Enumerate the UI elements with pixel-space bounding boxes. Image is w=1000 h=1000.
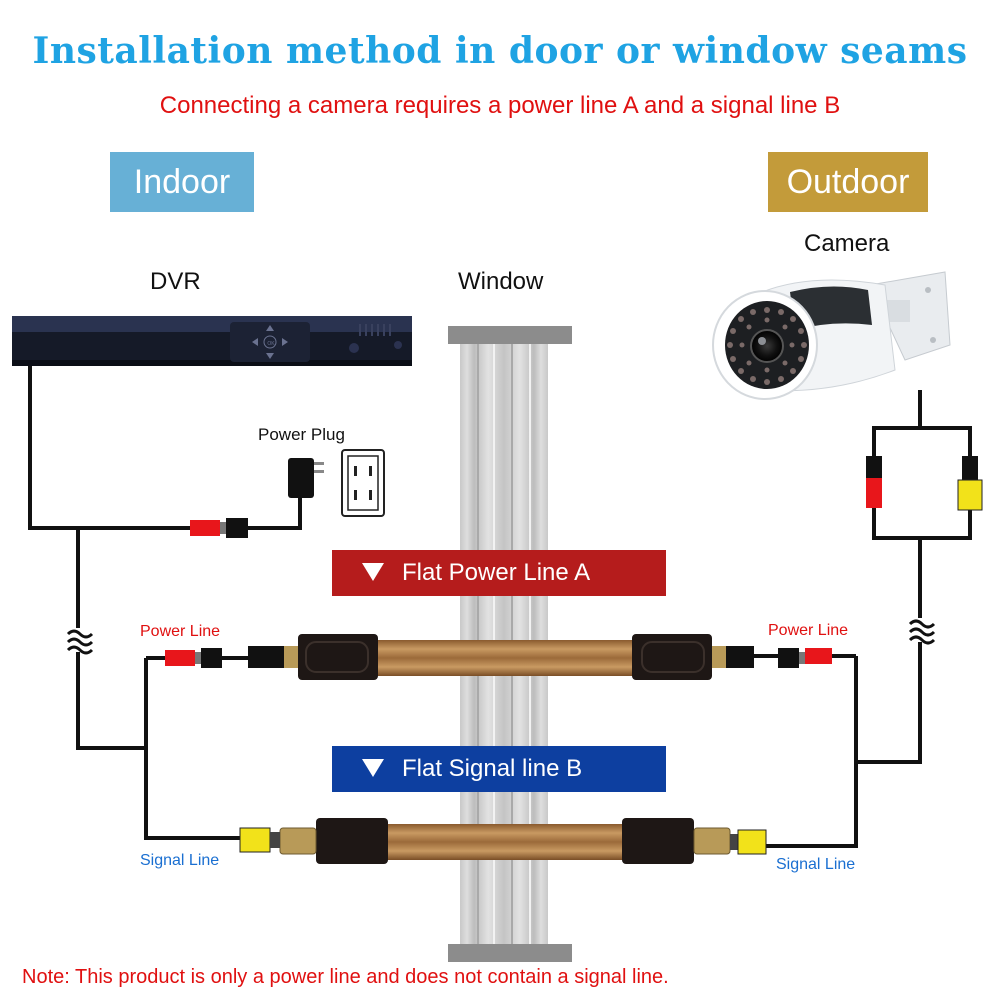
power-line-right-label: Power Line [768, 622, 849, 639]
flat-signal-line-b [279, 818, 731, 864]
dvr-power-connector [190, 518, 248, 538]
page-title: Installation method in door or window se… [32, 30, 968, 72]
wall-socket [341, 449, 385, 517]
power-line-left-connector [165, 648, 222, 668]
window-label: Window [458, 268, 544, 295]
wiring [28, 366, 972, 848]
power-line-left-label: Power Line [140, 623, 221, 640]
signal-line-left-label: Signal Line [140, 852, 220, 869]
triangle-down-icon [362, 758, 384, 777]
camera-device [712, 271, 951, 400]
cable-break-left [66, 628, 94, 655]
power-line-right-connector [778, 648, 832, 668]
power-plug-adapter [288, 458, 324, 498]
triangle-down-icon [362, 562, 384, 581]
camera-power-pigtail [866, 456, 882, 508]
dvr-ok-button-label: OK [267, 341, 275, 347]
flat-power-line-banner: Flat Power Line A [332, 550, 666, 596]
signal-line-right-connector [730, 829, 767, 855]
flat-signal-line-banner: Flat Signal line B [332, 746, 666, 792]
outdoor-zone-label: Outdoor [768, 152, 928, 212]
flat-signal-line-label: Flat Signal line B [402, 755, 583, 782]
dvr-label: DVR [150, 268, 201, 295]
dvr-device [12, 316, 412, 366]
cable-break-right [908, 618, 936, 645]
camera-label: Camera [804, 230, 890, 257]
flat-power-line-label: Flat Power Line A [402, 559, 591, 586]
footer-note: Note: This product is only a power line … [22, 966, 669, 988]
signal-line-right-label: Signal Line [776, 856, 856, 873]
indoor-zone-label: Indoor [110, 152, 254, 212]
flat-power-line-a [248, 634, 754, 680]
camera-signal-pigtail [957, 456, 983, 511]
power-plug-label: Power Plug [258, 425, 345, 444]
page-subtitle: Connecting a camera requires a power lin… [159, 92, 841, 119]
signal-line-left-connector [239, 827, 280, 853]
